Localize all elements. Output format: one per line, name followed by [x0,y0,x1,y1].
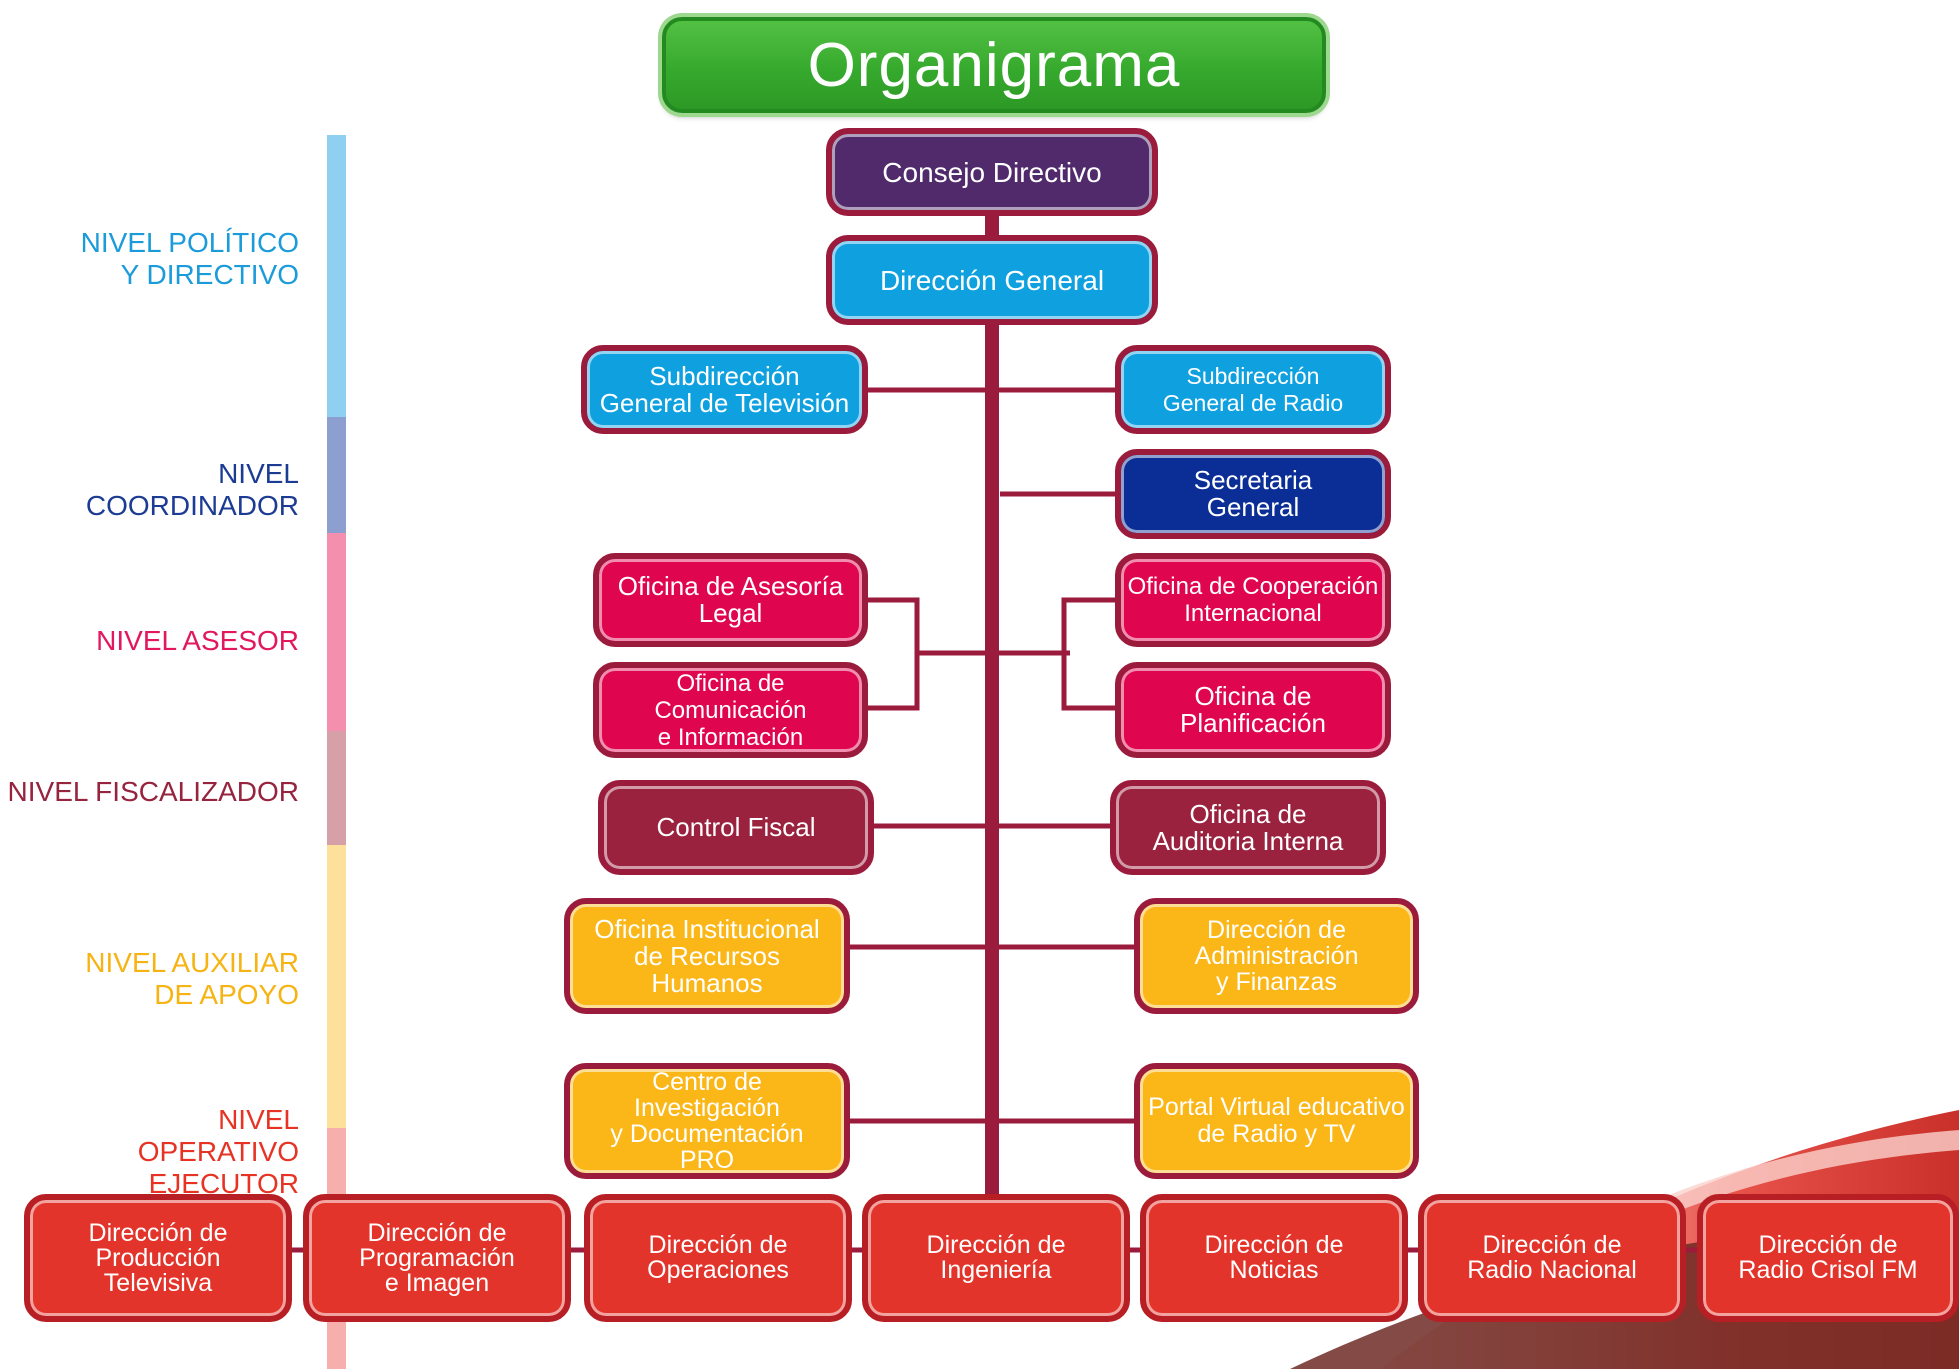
node-produccion-televisiva: Dirección de Producción Televisiva [24,1194,292,1322]
chart-title: Organigrama [662,17,1326,113]
node-cooperacion-internacional: Oficina de Cooperación Internacional [1115,553,1391,647]
node-ingenieria: Dirección de Ingeniería [862,1194,1130,1322]
node-centro-investigacion: Centro de Investigación y Documentación … [564,1063,850,1179]
node-programacion-imagen: Dirección de Programación e Imagen [303,1194,571,1322]
node-administracion-finanzas: Dirección de Administración y Finanzas [1134,898,1419,1014]
node-radio-nacional: Dirección de Radio Nacional [1418,1194,1686,1322]
node-portal-virtual: Portal Virtual educativo de Radio y TV [1134,1063,1419,1179]
level-label-politico: NIVEL POLÍTICO Y DIRECTIVO [80,227,299,290]
level-label-asesor: NIVEL ASESOR [96,625,299,656]
node-consejo-directivo: Consejo Directivo [826,128,1158,216]
level-label-auxiliar: NIVEL AUXILIAR DE APOYO [85,947,299,1010]
level-bar [327,135,346,1369]
level-label-operativo: NIVEL OPERATIVO EJECUTOR [137,1104,299,1199]
node-auditoria-interna: Oficina de Auditoria Interna [1110,780,1386,875]
level-label-fiscalizador: NIVEL FISCALIZADOR [7,776,299,807]
node-operaciones: Dirección de Operaciones [584,1194,852,1322]
connector-lines [290,210,1705,1253]
node-radio-crisol: Dirección de Radio Crisol FM [1697,1194,1959,1322]
level-label-coordinador: NIVEL COORDINADOR [85,458,299,521]
node-subdireccion-television: Subdirección General de Televisión [581,345,868,434]
node-asesoria-legal: Oficina de Asesoría Legal [593,553,868,647]
decorative-swoosh-light [1550,1130,1959,1265]
node-direccion-general: Dirección General [826,235,1158,325]
node-subdireccion-radio: Subdirección General de Radio [1115,345,1391,434]
node-noticias: Dirección de Noticias [1140,1194,1408,1322]
node-recursos-humanos: Oficina Institucional de Recursos Humano… [564,898,850,1014]
node-comunicacion: Oficina de Comunicación e Información [593,662,868,758]
node-control-fiscal: Control Fiscal [598,780,874,875]
node-planificacion: Oficina de Planificación [1115,662,1391,758]
node-secretaria-general: Secretaria General [1115,449,1391,539]
